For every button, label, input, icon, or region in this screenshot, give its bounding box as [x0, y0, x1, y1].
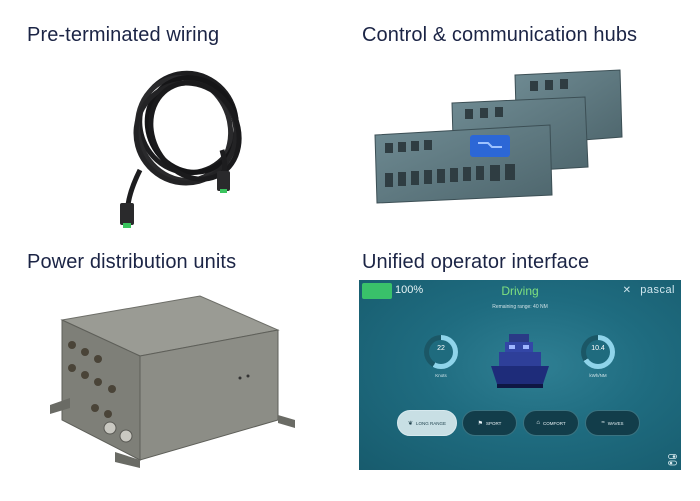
speed-gauge: 22 Knots [424, 335, 458, 378]
wiring-cable-image [120, 70, 242, 228]
remaining-range: Remaining range: 40 NM [492, 304, 548, 310]
settings-toggle-icon[interactable] [668, 454, 677, 466]
waves-icon: ≈ [601, 420, 605, 426]
power-distribution-unit-image [50, 295, 295, 468]
seat-icon: ⌂ [536, 420, 540, 426]
sport-mode-button[interactable]: ⚑ SPORT [462, 410, 517, 436]
boat-icon [491, 334, 549, 388]
brand-logo-icon: ✕ [622, 285, 631, 296]
flag-icon: ⚑ [477, 420, 483, 427]
heading-pre-terminated-wiring: Pre-terminated wiring [27, 24, 220, 46]
efficiency-unit: kWh/NM [589, 373, 607, 378]
comfort-label: COMFORT [542, 420, 566, 426]
waves-mode-button[interactable]: ≈ WAVES [585, 410, 640, 436]
battery-level-bar [362, 283, 392, 299]
brand-logo: pascal [640, 284, 675, 296]
heading-control-hubs: Control & communication hubs [362, 24, 638, 46]
operator-interface-screen: 100% Driving ✕ pascal Remaining range: 4… [359, 280, 681, 470]
efficiency-gauge: 10.4 kWh/NM [581, 335, 615, 378]
long-range-label: LONG RANGE [416, 420, 447, 426]
heading-operator-interface: Unified operator interface [362, 251, 590, 273]
comfort-mode-button[interactable]: ⌂ COMFORT [523, 410, 579, 436]
control-hubs-image [374, 69, 623, 204]
speed-unit: Knots [435, 373, 447, 378]
driving-mode-title: Driving [501, 284, 539, 298]
long-range-mode-button[interactable]: ❦ LONG RANGE [397, 410, 457, 436]
efficiency-value: 10.4 [591, 345, 605, 352]
battery-percent: 100% [395, 284, 424, 296]
speed-value: 22 [437, 345, 445, 352]
heading-power-distribution: Power distribution units [27, 251, 237, 273]
waves-label: WAVES [607, 420, 624, 426]
sport-label: SPORT [485, 420, 502, 426]
leaf-icon: ❦ [407, 420, 413, 427]
